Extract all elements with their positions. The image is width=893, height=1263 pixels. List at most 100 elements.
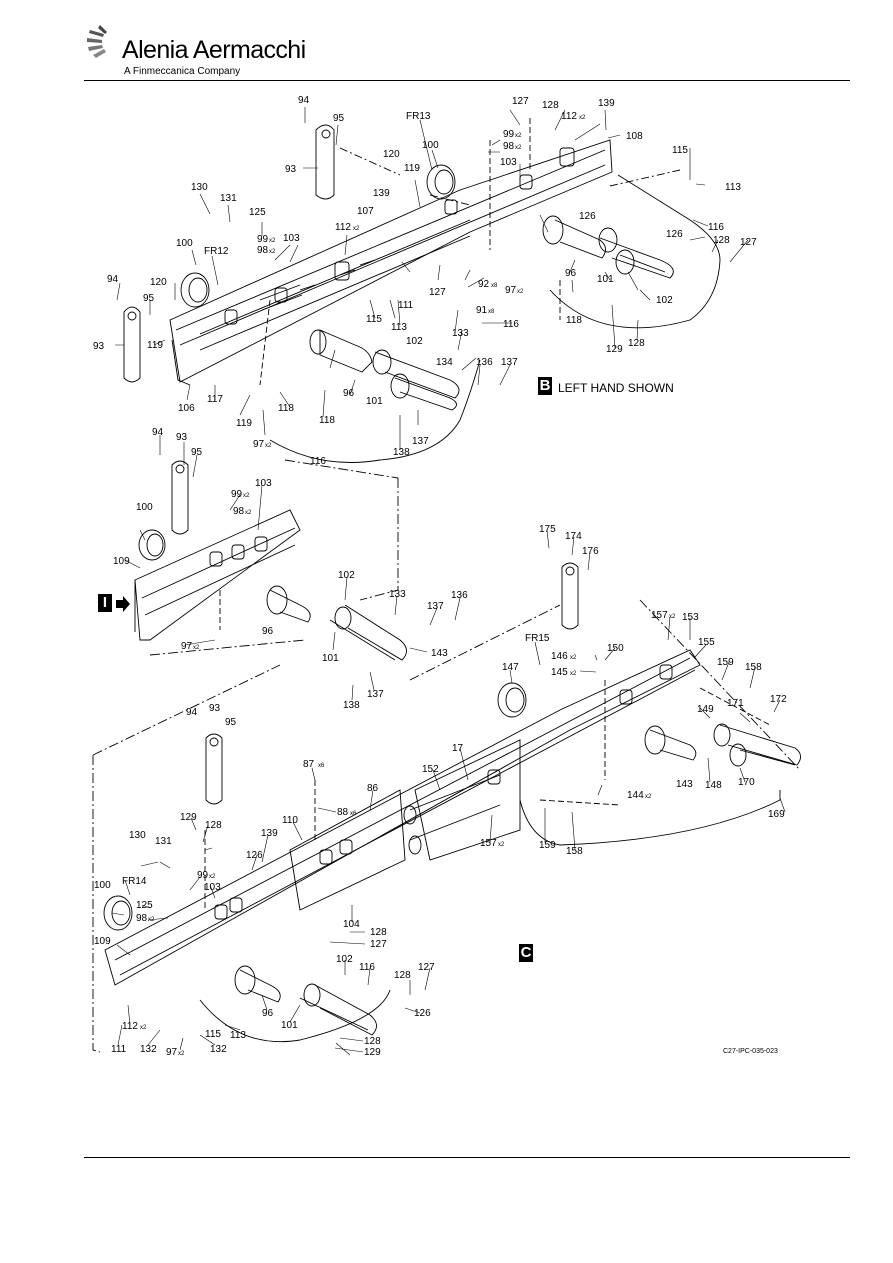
callout-fr14: FR14 <box>122 876 147 887</box>
callout-130: 130 <box>191 182 208 193</box>
callout-126: 126 <box>579 211 596 222</box>
callout-119c: 119 <box>236 418 252 429</box>
callout-175: 175 <box>539 524 556 535</box>
callout-91: 91 <box>476 305 488 316</box>
qty-98: x2 <box>515 145 522 151</box>
callout-130b: 130 <box>129 830 146 841</box>
callout-172: 172 <box>770 694 787 705</box>
qty-88: x6 <box>350 811 357 817</box>
qty-91: x8 <box>488 309 495 315</box>
callout-113c: 113 <box>230 1030 246 1041</box>
footer-rule <box>84 1157 850 1158</box>
callout-113: 113 <box>725 182 741 193</box>
qty-112: x2 <box>579 115 586 121</box>
callout-103: 103 <box>500 157 517 168</box>
qty-98d: x2 <box>148 917 155 923</box>
callout-104: 104 <box>343 919 360 930</box>
callout-101d: 101 <box>281 1020 298 1031</box>
callout-126d: 126 <box>414 1008 431 1019</box>
view-a-tag: I <box>98 594 112 612</box>
figure-reference: C27-IPC-035-023 <box>723 1048 778 1055</box>
qty-99: x2 <box>515 133 522 139</box>
callout-118b: 118 <box>319 415 335 426</box>
callout-116b: 116 <box>503 319 519 330</box>
callout-116: 116 <box>310 456 326 467</box>
callout-100b: 100 <box>176 238 193 249</box>
diagram-linework <box>92 107 801 1056</box>
callout-170: 170 <box>738 777 755 788</box>
page-header: Alenia Aermacchi A Finmeccanica Company <box>84 20 850 82</box>
callout-127b: 127 <box>429 287 446 298</box>
callout-125b: 125 <box>136 900 153 911</box>
callout-145: 145 <box>551 667 568 678</box>
callout-fr12: FR12 <box>204 246 229 257</box>
qty-97c: x2 <box>193 645 200 651</box>
callout-96b: 96 <box>565 268 577 279</box>
callout-98d: 98 <box>136 913 148 924</box>
callout-102: 102 <box>406 336 423 347</box>
callout-137c: 137 <box>427 601 444 612</box>
qty-99b: x2 <box>269 238 276 244</box>
view-b-caption: LEFT HAND SHOWN <box>558 381 674 395</box>
alenia-aermacchi-logo-icon <box>87 25 107 58</box>
callout-109: 109 <box>113 556 130 567</box>
callout-109b: 109 <box>94 936 111 947</box>
callout-93: 93 <box>285 164 297 175</box>
callout-131: 131 <box>220 193 237 204</box>
qty-99c: x2 <box>243 493 250 499</box>
callout-94: 94 <box>298 95 310 106</box>
callout-143b: 143 <box>676 779 693 790</box>
qty-98b: x2 <box>269 249 276 255</box>
callout-93d: 93 <box>209 703 221 714</box>
qty-97d: x2 <box>178 1051 185 1057</box>
callout-137: 137 <box>501 357 518 368</box>
callout-100d: 100 <box>94 880 111 891</box>
callout-115c: 115 <box>205 1029 221 1040</box>
qty-112c: x2 <box>140 1025 147 1031</box>
callout-128c: 128 <box>628 338 645 349</box>
callout-159: 159 <box>717 657 734 668</box>
callout-101: 101 <box>366 396 383 407</box>
callout-127e: 127 <box>418 962 435 973</box>
callout-98c: 98 <box>233 506 245 517</box>
callout-112b: 112 <box>335 222 351 233</box>
callout-157: 157 <box>651 610 668 621</box>
callout-103c: 103 <box>255 478 272 489</box>
callout-101c: 101 <box>322 653 339 664</box>
callout-139c: 139 <box>261 828 278 839</box>
callout-103d: 103 <box>204 882 221 893</box>
callout-112: 112 <box>561 111 577 122</box>
callout-147: 147 <box>502 662 519 673</box>
callout-119: 119 <box>404 163 420 174</box>
callout-116c: 116 <box>708 222 724 233</box>
callout-169: 169 <box>768 809 785 820</box>
callout-131b: 131 <box>155 836 172 847</box>
callout-158: 158 <box>745 662 762 673</box>
callout-134: 134 <box>436 357 453 368</box>
callout-128b: 128 <box>713 235 730 246</box>
callout-93c: 93 <box>176 432 188 443</box>
callout-132: 132 <box>140 1044 157 1055</box>
callout-126c: 126 <box>246 850 263 861</box>
callout-100: 100 <box>422 140 439 151</box>
callout-144: 144 <box>627 790 644 801</box>
callout-95: 95 <box>333 113 345 124</box>
callout-87: 87 <box>303 759 315 770</box>
qty-99d: x2 <box>209 874 216 880</box>
callout-94b: 94 <box>107 274 119 285</box>
callout-174: 174 <box>565 531 582 542</box>
callout-100c: 100 <box>136 502 153 513</box>
callout-95b: 95 <box>143 293 155 304</box>
view-c-tag: C <box>519 944 533 962</box>
callout-93b: 93 <box>93 341 105 352</box>
callout-157b: 157 <box>480 838 497 849</box>
qty-157: x2 <box>669 614 676 620</box>
callout-115b: 115 <box>366 314 382 325</box>
callout-127d: 127 <box>370 939 387 950</box>
callout-171: 171 <box>727 698 744 709</box>
callout-138b: 138 <box>343 700 360 711</box>
callout-95d: 95 <box>225 717 237 728</box>
callout-96d: 96 <box>262 1008 274 1019</box>
callout-120b: 120 <box>150 277 167 288</box>
callout-97b: 97 <box>505 285 517 296</box>
